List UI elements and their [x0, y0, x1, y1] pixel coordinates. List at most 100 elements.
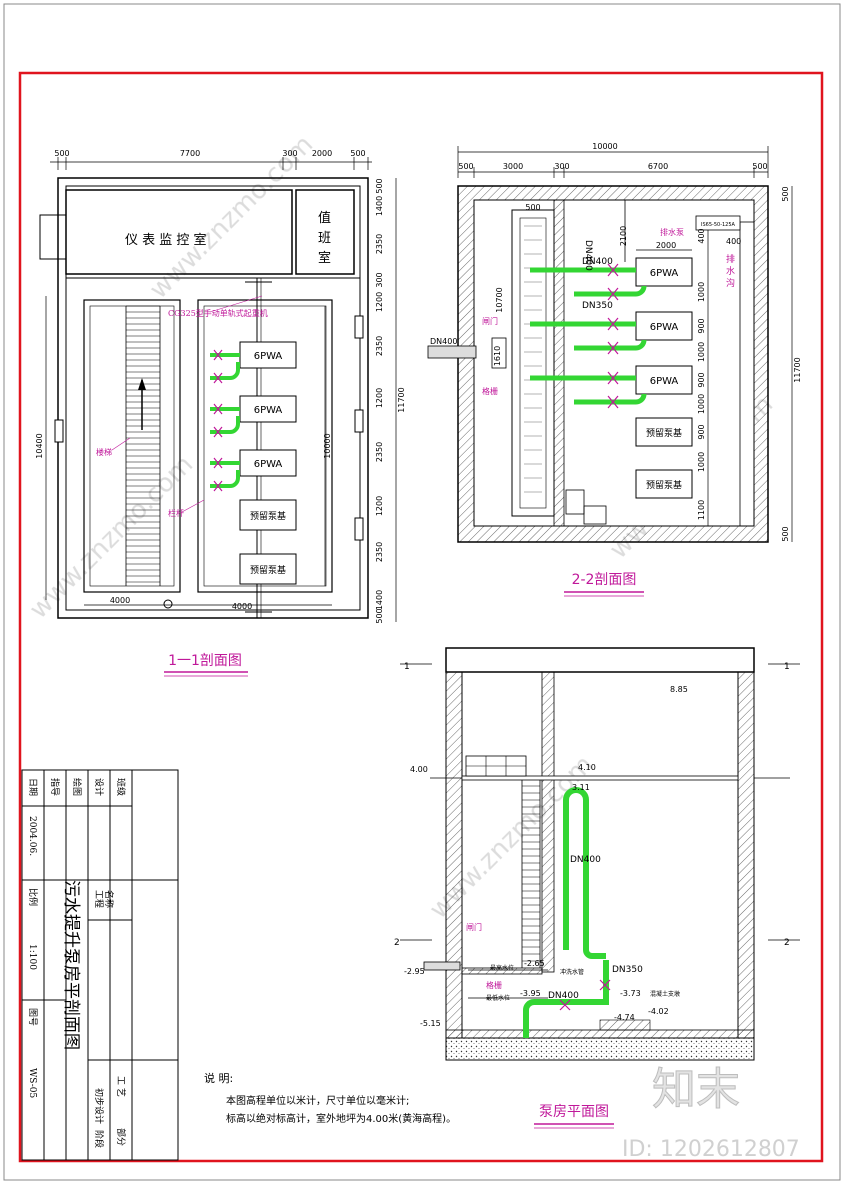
- plan11-dims: 500 7700 300 2000 500 4000 4000: [54, 149, 365, 611]
- channel-len: 10700: [495, 287, 504, 312]
- title-block: [21, 769, 179, 1161]
- elev-pump: -3.73: [620, 989, 641, 998]
- dim: 500: [781, 526, 790, 541]
- tb-dept-label: 工 艺: [115, 1076, 126, 1097]
- suction-label: DN400: [548, 991, 579, 1001]
- inlet-label: DN400: [430, 337, 457, 346]
- drain-dim: 400: [726, 237, 741, 246]
- section-view: [423, 647, 755, 1061]
- dim: 500: [375, 608, 384, 623]
- brand-watermark: 知末: [652, 1064, 740, 1115]
- sheet-border: [3, 3, 841, 1181]
- pump-label: 6PWA: [650, 322, 679, 333]
- crane-label: CG325型手动单轨式起重机: [168, 308, 268, 318]
- elev-ground: 4.00: [410, 765, 428, 774]
- max-level-label: 最高水位: [490, 964, 514, 972]
- grill-label: 格栅: [486, 980, 502, 990]
- dim: 10000: [592, 142, 617, 151]
- tb-design-label: 设计: [93, 778, 105, 796]
- tb-drawing-name: 污水提升泵房平剖面图: [61, 880, 81, 1050]
- reserved-label: 预留泵基: [250, 564, 286, 576]
- dim: 10000: [323, 433, 332, 458]
- tb-stage-label2: 阶段: [93, 1130, 105, 1148]
- section-valves: [559, 979, 611, 1011]
- tb-date-label: 日期: [27, 778, 38, 796]
- plan22-title: 2-2剖面图: [564, 572, 644, 597]
- tb-project-label-1: 工程: [93, 890, 104, 908]
- cut-mark-right-2: 2: [784, 938, 790, 948]
- tb-scale-label: 比例: [27, 888, 39, 906]
- reserved-label: 预留泵基: [646, 479, 682, 491]
- tb-project-label-2: 名称: [103, 890, 115, 908]
- dim: 900: [697, 424, 706, 439]
- tb-part-label: 部分: [115, 1128, 127, 1146]
- image-id: ID: 1202612807: [622, 1137, 800, 1162]
- valve-label: 闸门: [466, 922, 482, 932]
- elev-in: -2.95: [404, 967, 425, 976]
- title-block-text: 日期 指导 绘图 设计 班级 2004.06. 工程 名称 污水提升泵房平剖面图…: [27, 778, 127, 1148]
- pump-label: 6PWA: [254, 351, 283, 362]
- section-labels: 1 1 2 2 8.85 4.00 4.10 3.11 DN400 DN350 …: [394, 662, 790, 1028]
- dim: 10400: [35, 433, 44, 458]
- dim: 500: [752, 162, 767, 171]
- elev-floor1: -4.02: [648, 1007, 669, 1016]
- plan-2-2: [457, 185, 769, 543]
- tb-guide-label: 指导: [49, 778, 61, 796]
- min-level-label: 最低水位: [486, 994, 510, 1002]
- plan11-title-text: 1一1剖面图: [168, 653, 242, 669]
- riser-label: DN400: [570, 855, 601, 865]
- dim: 2350: [375, 542, 384, 562]
- room-monitor-label: 仪 表 监 控 室: [125, 232, 207, 248]
- plan11-title: 1一1剖面图: [164, 653, 248, 677]
- pump-spacing: 2000: [656, 241, 676, 250]
- section-pipes: [523, 787, 609, 1038]
- stair-label: 楼梯: [96, 447, 112, 457]
- plan11-pump-labels: 6PWA 6PWA 6PWA 预留泵基 预留泵基: [250, 351, 286, 576]
- valve-label: 闸门: [482, 316, 498, 326]
- dim: 7700: [180, 149, 200, 158]
- room-duty-label-3: 室: [318, 250, 331, 266]
- dim: 1000: [697, 452, 706, 472]
- stair-arrow: [138, 378, 146, 430]
- elev-max: -2.65: [524, 959, 545, 968]
- grill-dim: 1610: [493, 346, 502, 366]
- reserved-label: 预留泵基: [250, 510, 286, 522]
- inlet-pipe: [427, 345, 477, 359]
- dim: 1200: [375, 292, 384, 312]
- plan22-dim-lines: [457, 146, 793, 542]
- section-title-text: 泵房平面图: [539, 1104, 609, 1120]
- dim: 11700: [397, 387, 406, 412]
- section-ladder: [521, 780, 541, 968]
- dim: 1000: [697, 282, 706, 302]
- drain-ditch-1: 排: [726, 253, 735, 265]
- cut-mark-left: 1: [404, 662, 410, 672]
- dim: 1200: [375, 496, 384, 516]
- plan22-valves: [607, 263, 619, 409]
- plan22-pipes: [530, 267, 647, 405]
- tb-stage-label: 初步设计: [93, 1088, 105, 1124]
- plan11-pumps: [239, 341, 297, 585]
- pump-label: 6PWA: [650, 268, 679, 279]
- dim: 4000: [110, 596, 130, 605]
- tb-no: WS-05: [27, 1068, 37, 1099]
- riser-label: DN400: [583, 240, 593, 271]
- reserved-label: 预留泵基: [646, 427, 682, 439]
- dim: 2000: [312, 149, 332, 158]
- note-line: 标高以绝对标高计，室外地坪为4.00米(黄海高程)。: [226, 1112, 456, 1125]
- dim: 2350: [375, 336, 384, 356]
- elev-floor2: -4.74: [614, 1013, 635, 1022]
- drain-pump-label: 排水泵: [660, 227, 684, 237]
- notes-title: 说 明:: [204, 1071, 233, 1085]
- dim: 500: [350, 149, 365, 158]
- section-title: 泵房平面图: [534, 1104, 614, 1129]
- dim: 6700: [648, 162, 668, 171]
- plan22-pump-labels: 6PWA 6PWA 6PWA 预留泵基 预留泵基: [646, 268, 682, 491]
- notes: 说 明: 本图高程单位以米计，尺寸单位以毫米计; 标高以绝对标高计，室外地坪为4…: [204, 1071, 456, 1125]
- room-duty-label-1: 值: [318, 210, 331, 226]
- dim: 500: [54, 149, 69, 158]
- dim: 1000: [697, 342, 706, 362]
- plan22-dims: 10000 500 3000 300 6700 500 11700 500 40…: [458, 142, 802, 542]
- dim: 500: [781, 186, 790, 201]
- drain-ditch-3: 沟: [726, 277, 735, 289]
